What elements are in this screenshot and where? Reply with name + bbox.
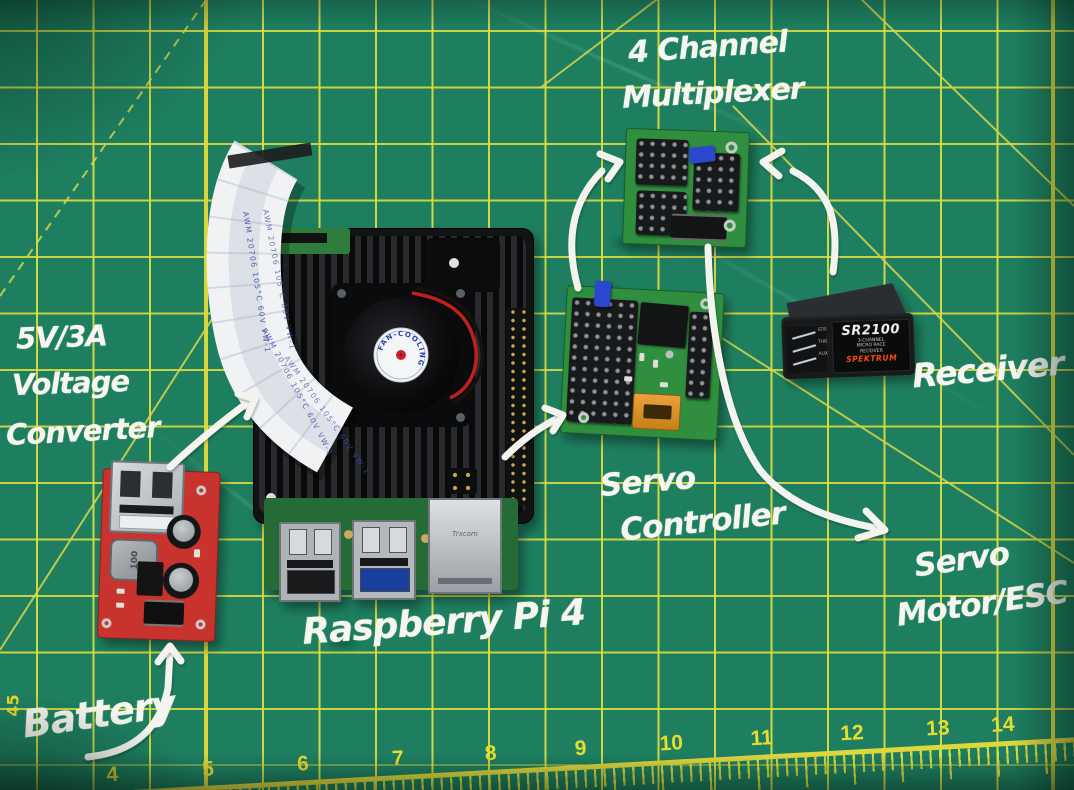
arrow-receiver-to-multiplexer — [789, 167, 839, 276]
arrow-pi-to-servo-controller — [501, 414, 562, 461]
annotation-voltage-line1: 5V/3A — [15, 318, 108, 356]
arrow-converter-to-pi — [166, 397, 254, 471]
arrowhead — [759, 147, 786, 180]
arrow-multiplexer-to-servo-motor — [704, 243, 880, 532]
annotation-voltage-line2: Voltage — [11, 363, 130, 403]
arrow-servo-to-multiplexer — [568, 167, 606, 292]
arrowhead — [596, 150, 624, 183]
